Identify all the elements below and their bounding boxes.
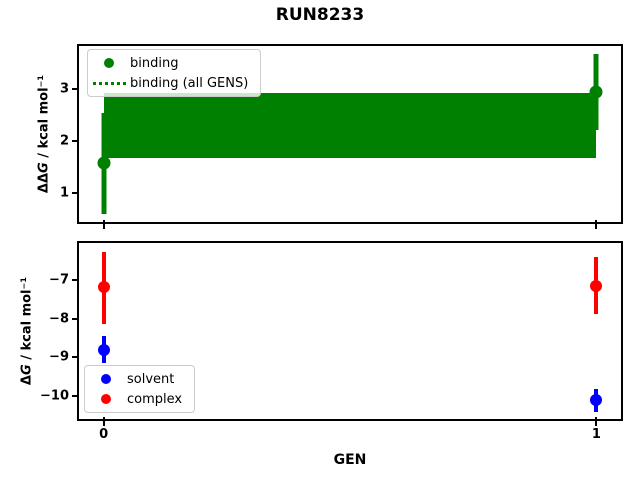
legend-solvent-complex: solvent complex (84, 365, 196, 413)
data-point-solvent (97, 343, 110, 356)
y-tick-label: −10 (40, 388, 69, 404)
bottom-y-axis-label: ΔG / kcal mol⁻¹ (20, 277, 35, 385)
legend-binding: binding binding (all GENS) (87, 49, 262, 97)
legend-entry: solvent (85, 369, 182, 389)
x-tick-mark (595, 220, 598, 229)
y-label-g: G (19, 364, 35, 376)
y-tick-label: 2 (59, 133, 69, 149)
y-tick-mark (72, 317, 79, 320)
legend-label: binding (130, 55, 179, 71)
x-tick-label: 1 (591, 427, 601, 442)
dot-glyph (104, 58, 114, 68)
legend-dot-icon (88, 58, 130, 68)
top-plot-axes: ΔΔG / kcal mol⁻¹ binding binding (all GEN… (37, 44, 623, 229)
data-point-binding (589, 85, 603, 99)
legend-entry: complex (85, 389, 182, 409)
legend-label: complex (127, 391, 183, 407)
y-label-units: / kcal mol⁻¹ (19, 276, 35, 365)
dot-glyph (101, 394, 111, 404)
data-point-binding (97, 156, 111, 170)
legend-entry: binding (88, 53, 248, 73)
dot-glyph (101, 374, 111, 384)
y-tick-label: 1 (59, 185, 69, 201)
y-tick-mark (72, 88, 79, 91)
legend-dot-icon (85, 374, 127, 384)
y-tick-mark (72, 278, 79, 281)
x-tick-mark (595, 417, 598, 426)
y-label-delta: ΔΔ (36, 172, 52, 194)
y-tick-mark (72, 395, 79, 398)
legend-label: solvent (127, 371, 175, 387)
y-label-units: / kcal mol⁻¹ (36, 74, 52, 163)
x-tick-label: 0 (99, 427, 109, 442)
legend-dotted-line-icon (88, 81, 130, 85)
data-point-complex (590, 279, 603, 292)
y-tick-label: −8 (49, 311, 69, 327)
uncertainty-band (103, 92, 597, 159)
bottom-plot-axes: ΔG / kcal mol⁻¹ solvent complex −7 −8 −9 −10… (20, 241, 623, 442)
data-point-solvent (590, 394, 603, 407)
x-tick-mark (102, 417, 105, 426)
y-tick-label: −7 (49, 272, 69, 288)
legend-label: binding (all GENS) (130, 75, 249, 91)
chart-title: RUN8233 (275, 5, 365, 25)
data-point-complex (97, 281, 110, 294)
y-tick-mark (72, 192, 79, 195)
y-tick-mark (72, 356, 79, 359)
x-axis-label: GEN (333, 452, 367, 468)
y-tick-label: −9 (49, 349, 69, 365)
x-tick-mark (102, 220, 105, 229)
y-tick-label: 3 (59, 81, 69, 97)
y-tick-mark (72, 140, 79, 143)
y-label-delta: Δ (19, 375, 35, 386)
dotted-line-glyph (92, 81, 126, 85)
top-y-axis-label: ΔΔG / kcal mol⁻¹ (37, 75, 52, 193)
legend-entries: binding binding (all GENS) (88, 53, 248, 93)
y-label-g: G (36, 162, 52, 173)
legend-dot-icon (85, 394, 127, 404)
legend-entry: binding (all GENS) (88, 73, 248, 93)
legend-entries: solvent complex (85, 369, 182, 409)
